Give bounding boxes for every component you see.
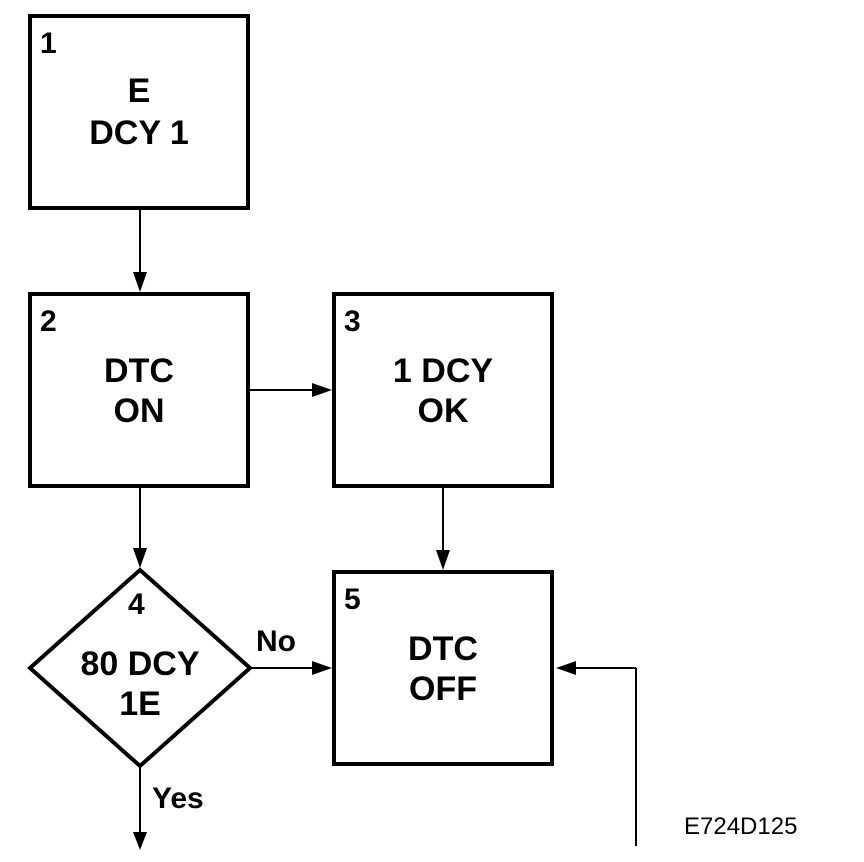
arrow-return-to-5 (556, 661, 637, 846)
arrow-2-to-4 (133, 488, 147, 568)
node-3-line-1: 1 DCY (393, 352, 493, 390)
node-2: 2 DTC ON (28, 292, 250, 488)
arrow-1-to-2 (133, 210, 147, 292)
node-2-line-2: ON (114, 392, 165, 430)
node-2-number: 2 (40, 305, 57, 338)
node-4-line-2: 1E (119, 685, 161, 723)
node-3-number: 3 (344, 305, 361, 338)
arrow-4-to-5-no (252, 661, 332, 675)
node-4-decision: 4 80 DCY 1E (26, 567, 254, 769)
edge-label-no: No (256, 625, 296, 658)
arrow-3-to-5 (436, 488, 450, 570)
arrow-4-yes-down (133, 768, 147, 850)
node-3: 3 1 DCY OK (332, 292, 554, 488)
node-1-number: 1 (40, 27, 57, 60)
node-4-number: 4 (128, 588, 145, 621)
node-5-line-2: OFF (409, 670, 477, 708)
edge-label-yes: Yes (152, 782, 204, 815)
node-3-line-2: OK (418, 392, 469, 430)
node-1: 1 E DCY 1 (28, 14, 250, 210)
node-4-line-1: 80 DCY (80, 645, 199, 683)
node-1-line-1: E (128, 72, 151, 110)
node-5-number: 5 (344, 583, 361, 616)
node-5: 5 DTC OFF (332, 570, 554, 766)
node-5-line-1: DTC (408, 630, 478, 668)
node-1-line-2: DCY 1 (89, 114, 189, 152)
node-2-line-1: DTC (104, 352, 174, 390)
figure-code: E724D125 (684, 813, 797, 840)
arrow-2-to-3 (250, 383, 332, 397)
